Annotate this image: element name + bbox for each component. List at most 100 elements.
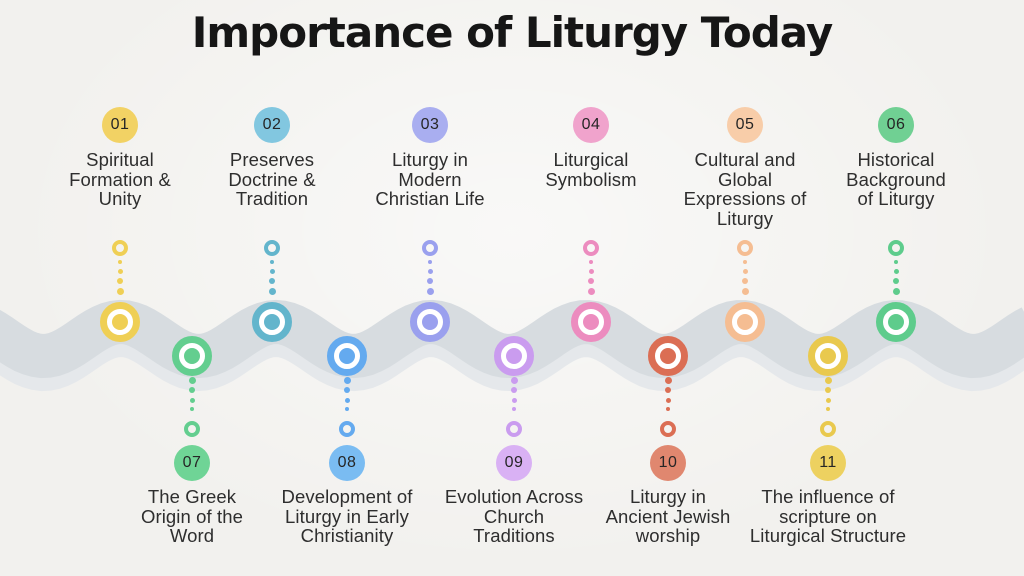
item-number-badge: 03 bbox=[412, 107, 448, 143]
connector-dot bbox=[269, 268, 275, 274]
item-label: Spiritual Formation & Unity bbox=[69, 149, 171, 210]
connector-dot bbox=[345, 407, 349, 411]
connector-dot bbox=[270, 260, 274, 264]
timeline-node bbox=[571, 302, 611, 342]
connector-dot bbox=[742, 268, 748, 274]
connector-dot bbox=[665, 387, 671, 393]
item-label: Preserves Doctrine & Tradition bbox=[228, 149, 316, 210]
timeline-node-core bbox=[422, 314, 438, 330]
timeline-node-core bbox=[737, 314, 753, 330]
connector-dot bbox=[190, 407, 194, 411]
timeline-node bbox=[648, 336, 688, 376]
timeline-node-core bbox=[339, 348, 355, 364]
timeline-node-core bbox=[112, 314, 128, 330]
connector-dot bbox=[188, 376, 196, 384]
item-label: The influence of scripture on Liturgical… bbox=[749, 486, 907, 547]
connector-dot bbox=[824, 376, 832, 384]
connector-dot bbox=[428, 260, 432, 264]
connector-ring bbox=[737, 240, 753, 256]
page-title: Importance of Liturgy Today bbox=[191, 8, 833, 57]
connector-dot bbox=[189, 387, 195, 393]
connector-dot bbox=[742, 278, 748, 284]
connector-ring bbox=[184, 421, 200, 437]
timeline-node bbox=[172, 336, 212, 376]
connector-dot bbox=[511, 387, 517, 393]
connector-ring bbox=[660, 421, 676, 437]
timeline-node bbox=[725, 302, 765, 342]
item-number-badge: 02 bbox=[254, 107, 290, 143]
connector-dot bbox=[893, 278, 899, 284]
connector-dot bbox=[665, 397, 671, 403]
timeline-node bbox=[876, 302, 916, 342]
connector-dot bbox=[427, 268, 433, 274]
connector-dot bbox=[427, 278, 433, 284]
item-label: Liturgy in Ancient Jewish worship bbox=[605, 486, 731, 547]
item-number-badge: 04 bbox=[573, 107, 609, 143]
item-label: Historical Background of Liturgy bbox=[846, 149, 946, 210]
connector-ring bbox=[888, 240, 904, 256]
connector-dot bbox=[666, 407, 670, 411]
connector-dot bbox=[588, 268, 594, 274]
connector-dot bbox=[892, 287, 900, 295]
connector-ring bbox=[506, 421, 522, 437]
connector-dot bbox=[117, 278, 123, 284]
connector-dot bbox=[512, 407, 516, 411]
connector-dot bbox=[343, 376, 351, 384]
item-number-badge: 07 bbox=[174, 445, 210, 481]
item-label: Development of Liturgy in Early Christia… bbox=[281, 486, 413, 547]
item-label: Cultural and Global Expressions of Litur… bbox=[683, 149, 807, 229]
timeline-node-core bbox=[583, 314, 599, 330]
connector-dot bbox=[268, 287, 276, 295]
connector-ring bbox=[820, 421, 836, 437]
connector-dot bbox=[825, 387, 831, 393]
item-label: Liturgy in Modern Christian Life bbox=[375, 149, 485, 210]
connector-ring bbox=[339, 421, 355, 437]
item-label: The Greek Origin of the Word bbox=[140, 486, 244, 547]
connector-ring bbox=[422, 240, 438, 256]
connector-dot bbox=[664, 376, 672, 384]
item-number-badge: 05 bbox=[727, 107, 763, 143]
connector-dot bbox=[588, 278, 594, 284]
timeline-node-core bbox=[184, 348, 200, 364]
item-number-badge: 06 bbox=[878, 107, 914, 143]
timeline-node bbox=[494, 336, 534, 376]
connector-dot bbox=[511, 397, 517, 403]
connector-dot bbox=[743, 260, 747, 264]
timeline-node-core bbox=[888, 314, 904, 330]
connector-ring bbox=[264, 240, 280, 256]
connector-dot bbox=[741, 287, 749, 295]
item-number-badge: 10 bbox=[650, 445, 686, 481]
item-label: Liturgical Symbolism bbox=[545, 149, 637, 190]
connector-dot bbox=[894, 260, 898, 264]
timeline-node bbox=[252, 302, 292, 342]
timeline-node-core bbox=[264, 314, 280, 330]
connector-dot bbox=[117, 268, 123, 274]
timeline-node bbox=[100, 302, 140, 342]
timeline-node bbox=[410, 302, 450, 342]
timeline-node-core bbox=[820, 348, 836, 364]
item-number-badge: 01 bbox=[102, 107, 138, 143]
item-label: Evolution Across Church Traditions bbox=[444, 486, 584, 547]
connector-dot bbox=[344, 397, 350, 403]
connector-dot bbox=[118, 260, 122, 264]
connector-dot bbox=[116, 287, 124, 295]
connector-dot bbox=[426, 287, 434, 295]
connector-dot bbox=[344, 387, 350, 393]
connector-dot bbox=[826, 407, 830, 411]
connector-ring bbox=[583, 240, 599, 256]
connector-dot bbox=[510, 376, 518, 384]
timeline-node-core bbox=[660, 348, 676, 364]
connector-dot bbox=[589, 260, 593, 264]
timeline-node bbox=[327, 336, 367, 376]
connector-dot bbox=[189, 397, 195, 403]
item-number-badge: 11 bbox=[810, 445, 846, 481]
connector-dot bbox=[893, 268, 899, 274]
item-number-badge: 09 bbox=[496, 445, 532, 481]
item-number-badge: 08 bbox=[329, 445, 365, 481]
timeline-node bbox=[808, 336, 848, 376]
connector-dot bbox=[825, 397, 831, 403]
timeline-node-core bbox=[506, 348, 522, 364]
connector-dot bbox=[269, 278, 275, 284]
connector-ring bbox=[112, 240, 128, 256]
